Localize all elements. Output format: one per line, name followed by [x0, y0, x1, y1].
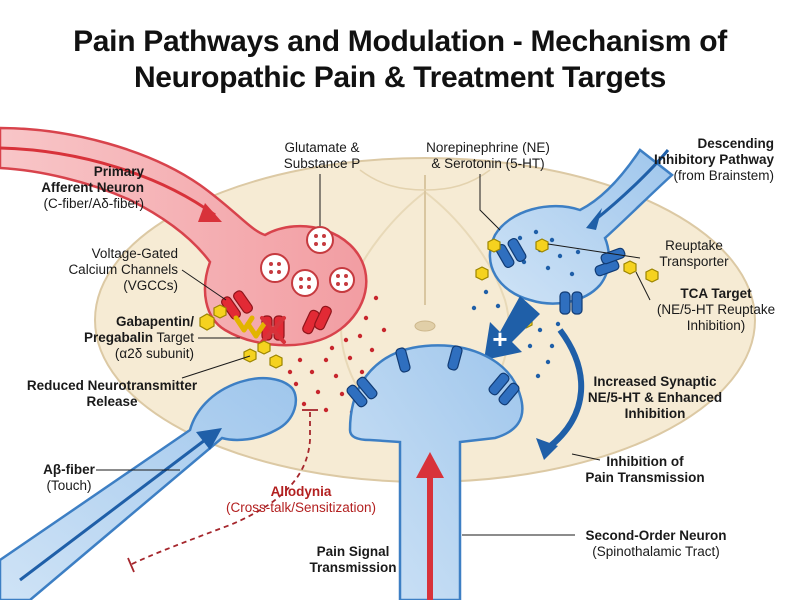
second-order-neuron	[346, 344, 524, 600]
reuptake-label: Reuptake Transporter	[659, 238, 729, 269]
block-x-icon	[260, 316, 286, 344]
descending-label: Descending Inhibitory Pathway (from Brai…	[653, 136, 774, 183]
pain-signal-label: Pain Signal Transmission	[309, 544, 397, 575]
allodynia-label: Allodynia (Cross-talk/Sensitization)	[225, 484, 377, 515]
reduced-release-label: Reduced Neurotransmitter Release	[26, 378, 198, 409]
primary-afferent-neuron	[0, 126, 368, 347]
title-line-1: Pain Pathways and Modulation - Mechanism…	[73, 25, 727, 58]
vgcc-label: Voltage-Gated Calcium Channels (VGCCs)	[68, 246, 178, 293]
inhibition-label: Inhibition of Pain Transmission	[585, 454, 705, 485]
glutamate-label: Glutamate & Substance P	[283, 140, 361, 171]
title-line-2: Neuropathic Pain & Treatment Targets	[133, 61, 667, 94]
second-order-label: Second-Order Neuron (Spinothalamic Tract…	[585, 528, 727, 559]
primary-afferent-label: Primary Afferent Neuron (C-fiber/Aδ-fibe…	[41, 164, 144, 211]
tca-drug	[475, 238, 659, 329]
gabapentin-label: Gabapentin/ Pregabalin Target (α2δ subun…	[83, 314, 194, 361]
leader-lines	[96, 174, 651, 536]
inhibition-arrowhead	[536, 438, 558, 460]
abeta-label: Aβ-fiber (Touch)	[43, 462, 95, 493]
enhanced-inhibition-arrow	[484, 296, 540, 360]
inhibition-curve-arrow	[546, 328, 585, 451]
calcium-channels	[220, 290, 332, 341]
plus-icon: +	[492, 324, 508, 354]
gabapentin-drug	[199, 304, 286, 369]
increased-synaptic-label: Increased Synaptic NE/5-HT & Enhanced In…	[587, 374, 723, 421]
vesicles	[260, 226, 355, 297]
abeta-fiber	[0, 376, 297, 600]
descending-neuron	[488, 148, 674, 315]
tca-label: TCA Target (NE/5-HT Reuptake Inhibition)	[656, 286, 776, 333]
ne-5ht-dots	[471, 289, 561, 379]
ne-5ht-label: Norepinephrine (NE) & Serotonin (5-HT)	[426, 140, 550, 171]
allodynia-path	[127, 409, 318, 573]
